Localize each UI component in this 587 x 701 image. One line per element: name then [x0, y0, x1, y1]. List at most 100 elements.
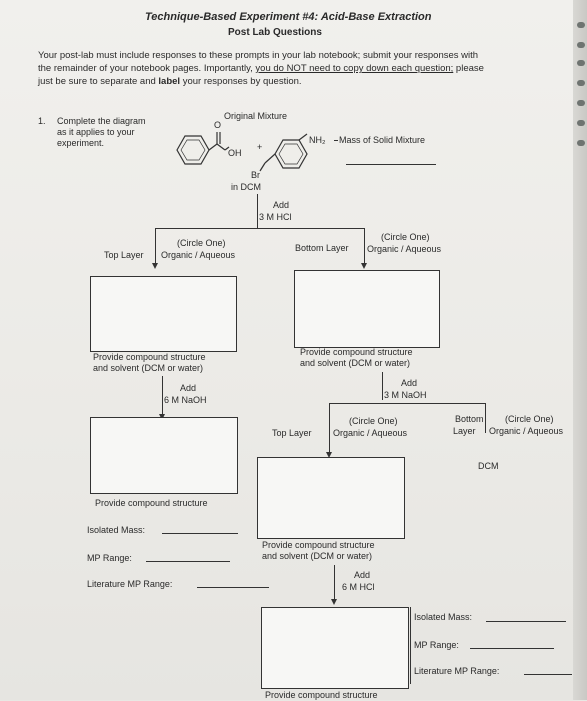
question-line: as it applies to your: [57, 127, 135, 137]
intro-text: please: [453, 63, 484, 74]
left-isolated-mass-label: Isolated Mass:: [87, 525, 146, 535]
layer2-bottom-choice[interactable]: Organic / Aqueous: [489, 426, 564, 436]
mixture-structures: [176, 132, 308, 172]
left-lower-structure-prompt: Provide compound structure: [95, 498, 208, 508]
flow-line: [155, 228, 156, 264]
layer1-bottom-circle-one: (Circle One): [381, 232, 430, 242]
flow-line: [485, 403, 486, 433]
binder-ring: [577, 42, 585, 48]
question-number: 1.: [38, 116, 46, 126]
layer1-bottom-choice[interactable]: Organic / Aqueous: [367, 244, 442, 254]
lower-step-reagent: 6 M HCl: [342, 582, 375, 592]
layer2-bottom-label-2: Layer: [453, 426, 476, 436]
binder-ring: [577, 100, 585, 106]
intro-line-3: just be sure to separate and label your …: [38, 75, 484, 88]
layer2-bottom-circle-one: (Circle One): [505, 414, 554, 424]
layer1-top-choice[interactable]: Organic / Aqueous: [161, 250, 236, 260]
intro-text: the remainder of your notebook pages. Im…: [38, 63, 256, 74]
prompt-text: Provide compound structure: [93, 352, 206, 362]
flow-line: [329, 403, 330, 453]
prompt-text: Provide compound structure: [262, 540, 375, 550]
question-line: Complete the diagram: [57, 116, 146, 126]
flow-line: [364, 228, 365, 264]
layer2-top-circle-one: (Circle One): [349, 416, 398, 426]
split-line: [329, 403, 485, 404]
left-step-add: Add: [180, 383, 197, 393]
flow-line: [382, 372, 383, 400]
layer2-bottom-label-1: Bottom: [455, 414, 484, 424]
layer1-bottom-label: Bottom Layer: [295, 243, 349, 253]
left-mp-range-label: MP Range:: [87, 553, 132, 563]
layer2-top-choice[interactable]: Organic / Aqueous: [333, 428, 408, 438]
page-subtitle: Post Lab Questions: [228, 27, 322, 38]
flow-line: [162, 376, 163, 418]
left-lower-answer-box[interactable]: [90, 417, 238, 494]
bottom-structure-prompt: Provide compound structure: [265, 690, 378, 700]
intro-line-1: Your post-lab must include responses to …: [38, 50, 479, 61]
bottom-answer-box[interactable]: [261, 607, 409, 689]
right-isolated-mass-label: Isolated Mass:: [414, 612, 473, 622]
intro-line-2: the remainder of your notebook pages. Im…: [38, 62, 484, 75]
left-step-reagent: 6 M NaOH: [164, 395, 207, 405]
middle-structure-prompt: Provide compound structure and solvent (…: [262, 540, 375, 562]
hydroxyl-group: OH: [228, 148, 242, 158]
left-structure-prompt: Provide compound structure and solvent (…: [93, 352, 206, 374]
right-step-add: Add: [401, 378, 418, 388]
binder-ring: [577, 22, 585, 28]
intro-bold-text: label: [158, 76, 181, 87]
page-title: Technique-Based Experiment #4: Acid-Base…: [145, 11, 432, 23]
binder-ring: [577, 140, 585, 146]
left-isolated-mass-blank[interactable]: [162, 533, 238, 534]
right-structure-prompt: Provide compound structure and solvent (…: [300, 347, 413, 369]
question-prompt: Complete the diagram as it applies to yo…: [57, 116, 146, 149]
flow-line: [334, 565, 335, 603]
flow-arrow: [326, 452, 332, 458]
prompt-text: and solvent (DCM or water): [262, 551, 373, 561]
amine-group: NH₂: [309, 135, 326, 145]
binder-ring: [577, 60, 585, 66]
right-mp-range-label: MP Range:: [414, 640, 459, 650]
right-literature-mp-label: Literature MP Range:: [414, 666, 500, 676]
flow-arrow: [152, 263, 158, 269]
left-literature-mp-blank[interactable]: [197, 587, 269, 588]
right-isolated-mass-blank[interactable]: [486, 621, 566, 622]
right-literature-mp-blank[interactable]: [524, 674, 572, 675]
binder-edge: [573, 0, 587, 700]
layer1-top-circle-one: (Circle One): [177, 238, 226, 248]
left-mp-range-blank[interactable]: [146, 561, 230, 562]
prompt-text: and solvent (DCM or water): [93, 363, 204, 373]
bottom-layer-answer-box[interactable]: [294, 270, 440, 348]
divider: [334, 140, 338, 141]
layer2-top-label: Top Layer: [272, 428, 312, 438]
top-layer-answer-box[interactable]: [90, 276, 237, 352]
layer2-bottom-solvent: DCM: [478, 461, 499, 471]
binder-ring: [577, 80, 585, 86]
mass-of-solid-mixture-blank[interactable]: [346, 164, 436, 165]
intro-text: your responses by question.: [180, 76, 302, 87]
prompt-text: Provide compound structure: [300, 347, 413, 357]
binder-ring: [577, 120, 585, 126]
prompt-text: and solvent (DCM or water): [300, 358, 411, 368]
intro-underlined-text: you do NOT need to copy down each questi…: [255, 63, 454, 74]
middle-lower-answer-box[interactable]: [257, 457, 405, 539]
layer1-top-label: Top Layer: [104, 250, 144, 260]
plus-sign: +: [257, 142, 263, 152]
flow-arrow: [361, 263, 367, 269]
left-literature-mp-label: Literature MP Range:: [87, 579, 173, 589]
original-mixture-label: Original Mixture: [224, 111, 288, 121]
bromo-group: Br: [251, 170, 260, 180]
results-divider: [410, 607, 411, 684]
question-line: experiment.: [57, 138, 105, 148]
flow-line: [257, 194, 258, 228]
split-line: [155, 228, 364, 229]
right-mp-range-blank[interactable]: [470, 648, 554, 649]
step1-reagent: 3 M HCl: [259, 212, 292, 222]
right-step-reagent: 3 M NaOH: [384, 390, 427, 400]
lower-step-add: Add: [354, 570, 371, 580]
carbonyl-oxygen: O: [214, 120, 222, 130]
flow-arrow: [331, 599, 337, 605]
mass-of-solid-mixture-label: Mass of Solid Mixture: [339, 135, 426, 145]
intro-paragraph: Your post-lab must include responses to …: [38, 49, 484, 88]
step1-add: Add: [273, 200, 290, 210]
